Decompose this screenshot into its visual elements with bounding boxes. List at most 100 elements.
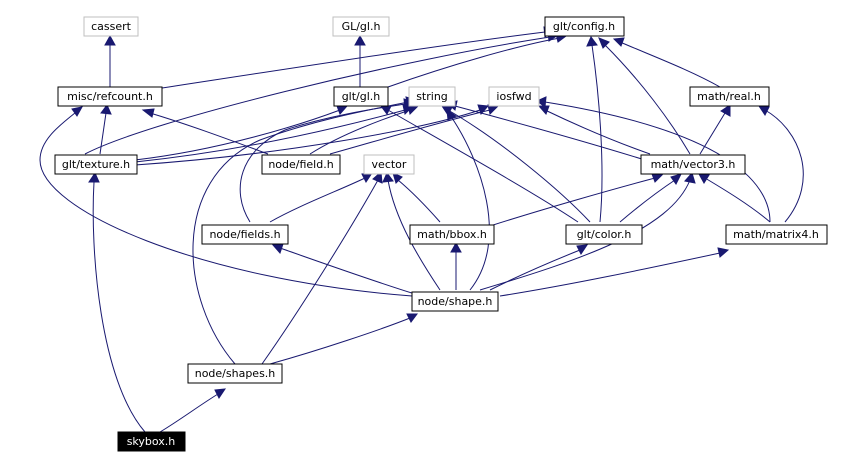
arrowhead [141,108,155,118]
node-label: iosfwd [496,90,531,103]
node-node-field-h[interactable]: node/field.h [261,154,341,175]
edge-field-to-string [309,109,411,155]
arrowhead [271,243,284,254]
edge-vector3-to-real [699,112,726,155]
node-label: node/field.h [268,158,333,171]
edge-shapes-to-vector [261,179,379,365]
arrowhead [446,108,457,121]
arrowhead [757,105,770,116]
edge-shape-to-vector [387,179,441,291]
arrowhead [684,171,696,184]
node-glt-gl-h[interactable]: glt/gl.h [333,86,389,107]
node-label: misc/refcount.h [67,90,153,103]
arrowhead [450,241,462,253]
node-label: skybox.h [127,435,176,448]
arrowhead [336,105,349,115]
arrowhead [392,172,403,184]
edge-skybox-to-texture [92,181,146,433]
node-label: glt/texture.h [62,158,130,171]
edge-field-to-refcount [149,112,269,155]
arrowhead [71,106,83,117]
node-node-shape-h[interactable]: node/shape.h [411,291,499,312]
node-label: node/shapes.h [195,367,276,380]
edge-color-to-glgl [387,109,579,223]
edge-shape-to-string [451,117,490,291]
node-math-bbox-h[interactable]: math/bbox.h [409,224,495,245]
node-layer: cassert GL/gl.h glt/config.h misc/refcou… [54,16,828,452]
arrowhead [537,105,550,115]
node-cassert[interactable]: cassert [83,16,139,37]
edge-color-to-string [447,109,591,223]
node-label: math/matrix4.h [733,228,819,241]
arrowhead [670,173,682,185]
edge-field-to-iosfwd [329,109,491,155]
arrowhead [104,34,116,46]
node-math-real-h[interactable]: math/real.h [689,86,770,107]
arrowhead [354,34,366,46]
node-label: string [416,90,448,103]
edge-shape-to-matrix4 [499,252,721,297]
arrowhead [576,244,589,255]
edge-texture-to-glgl [134,109,341,161]
arrowhead [717,247,730,258]
edge-vector3-to-iosfwd [544,109,651,155]
node-label: node/fields.h [209,228,280,241]
edge-vector3-to-config [604,44,691,155]
edge-gl-to-config [387,37,561,88]
node-node-fields-h[interactable]: node/fields.h [201,224,289,245]
node-label: cassert [91,20,132,33]
arrowhead [100,104,112,115]
edge-bbox-to-vector3 [489,177,656,227]
edge-skybox-to-shapes [159,393,219,433]
node-gl-gl-h[interactable]: GL/gl.h [332,16,390,37]
edge-shape-to-fields [279,247,416,295]
edge-bbox-to-vector [397,179,441,223]
edge-texture-to-refcount [99,112,107,155]
arrowhead [536,96,547,108]
arrowhead [382,172,394,183]
edge-real-to-config [619,41,721,88]
edge-shapes-to-shape [269,317,411,365]
edge-matrix4-to-real [764,109,804,223]
node-skybox-h[interactable]: skybox.h [117,431,186,452]
node-label: node/shape.h [418,295,493,308]
node-string[interactable]: string [408,86,456,107]
node-label: glt/gl.h [342,90,381,103]
arrowhead [720,104,731,117]
arrowhead [612,37,625,47]
arrowhead [598,37,610,49]
node-label: glt/color.h [577,228,632,241]
node-iosfwd[interactable]: iosfwd [488,86,540,107]
edge-shapes-to-string [192,101,409,365]
node-label: math/vector3.h [651,158,736,171]
arrowhead [406,313,418,323]
node-label: vector [372,158,407,171]
edge-texture-to-config [84,36,551,155]
edge-vector3-to-string [454,105,646,161]
edge-color-to-config [591,44,603,223]
edge-shape-to-color [489,249,581,291]
edge-texture-to-string [134,109,406,163]
edge-matrix4-to-vector3 [704,177,771,223]
node-label: math/real.h [697,90,761,103]
node-math-matrix4-h[interactable]: math/matrix4.h [725,224,828,245]
node-label: GL/gl.h [342,20,381,33]
node-glt-texture-h[interactable]: glt/texture.h [54,154,138,175]
edge-refcount-to-config [161,31,546,89]
node-label: math/bbox.h [417,228,487,241]
edge-color-to-vector3 [619,179,676,223]
node-label: glt/config.h [553,20,615,33]
node-misc-refcount-h[interactable]: misc/refcount.h [57,86,163,107]
edge-fields-to-vector [269,177,366,223]
node-math-vector3-h[interactable]: math/vector3.h [640,154,746,175]
edge-shape-to-refcount [39,112,413,297]
arrowhead [477,104,490,115]
arrowhead [698,173,710,184]
node-node-shapes-h[interactable]: node/shapes.h [187,363,283,384]
arrowhead [586,36,598,47]
node-glt-color-h[interactable]: glt/color.h [565,224,643,245]
node-glt-config-h[interactable]: glt/config.h [544,16,625,37]
node-vector[interactable]: vector [363,154,415,175]
arrowhead [88,171,100,183]
